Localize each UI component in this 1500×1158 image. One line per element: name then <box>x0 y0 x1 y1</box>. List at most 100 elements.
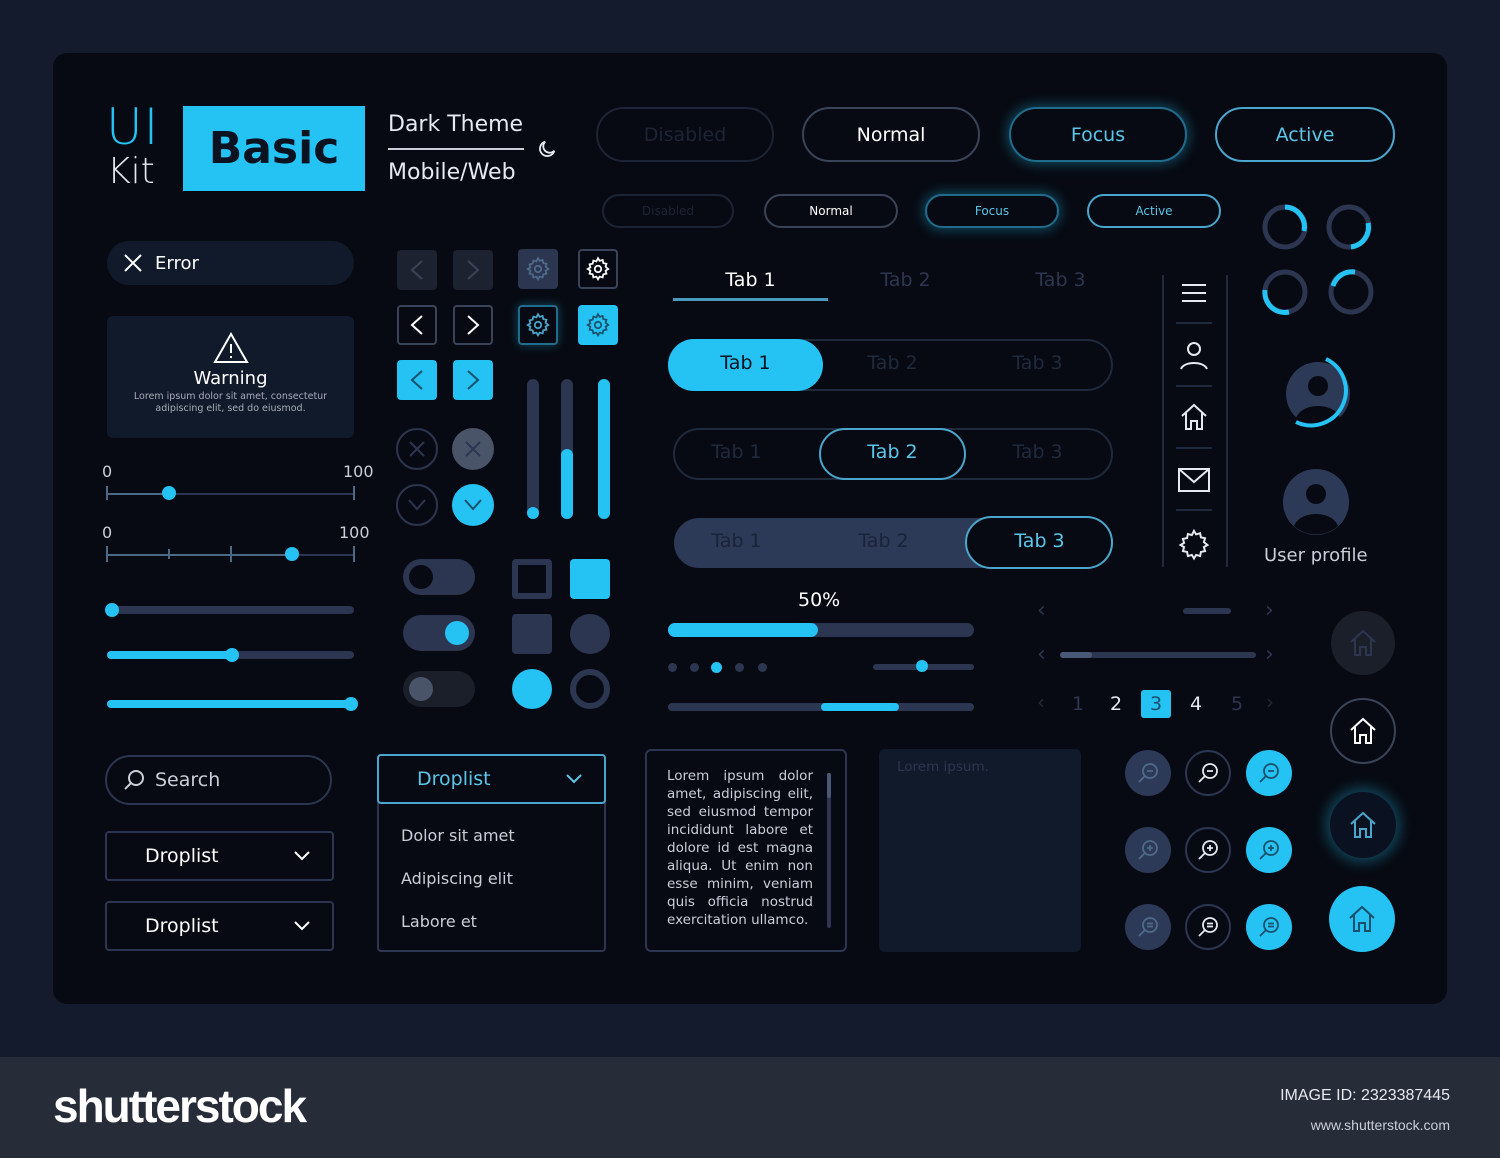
tab-segmented-2[interactable]: Tab 2 <box>858 530 909 552</box>
tab-segmented-3[interactable]: Tab 3 <box>1014 530 1065 552</box>
slider5-track[interactable] <box>107 700 354 708</box>
next-button-active[interactable] <box>453 360 493 400</box>
slider1-thumb[interactable] <box>162 486 176 500</box>
checkbox-unchecked[interactable] <box>512 559 552 599</box>
home-icon[interactable] <box>1176 399 1212 435</box>
home-fab-disabled[interactable] <box>1331 611 1395 675</box>
prev-button-normal[interactable] <box>397 305 437 345</box>
home-fab-active[interactable] <box>1329 886 1395 952</box>
checkbox-checked[interactable] <box>570 559 610 599</box>
close-circle-filled[interactable] <box>452 428 494 470</box>
checkbox-disabled[interactable] <box>512 614 552 654</box>
page-2[interactable]: 2 <box>1109 693 1123 715</box>
droplist-1[interactable]: Droplist <box>105 831 334 881</box>
radio-unselected[interactable] <box>570 669 610 709</box>
user-icon[interactable] <box>1176 337 1212 373</box>
gear-icon[interactable] <box>1176 527 1212 563</box>
disabled-button[interactable]: Disabled <box>596 107 774 162</box>
active-button-small[interactable]: Active <box>1087 194 1221 228</box>
pagination-dot[interactable] <box>668 663 677 672</box>
radio-selected[interactable] <box>512 669 552 709</box>
toggle-off[interactable] <box>403 559 475 595</box>
textarea[interactable]: Lorem ipsum dolor amet, adipiscing elit,… <box>645 749 847 952</box>
scrollbar-thumb[interactable] <box>1060 652 1092 658</box>
avatar-with-progress[interactable] <box>1282 356 1358 432</box>
active-button[interactable]: Active <box>1215 107 1395 162</box>
tab-underline-1[interactable]: Tab 1 <box>725 269 776 291</box>
toggle-on[interactable] <box>403 615 475 651</box>
pagination-dot-active[interactable] <box>711 662 722 673</box>
home-fab-normal[interactable] <box>1330 698 1396 764</box>
page-5[interactable]: 5 <box>1230 693 1244 715</box>
slider4-thumb[interactable] <box>225 648 239 662</box>
focus-button-small[interactable]: Focus <box>925 194 1059 228</box>
error-chip[interactable]: Error <box>107 241 354 285</box>
chevron-right-icon[interactable]: › <box>1265 598 1274 623</box>
settings-button-active[interactable] <box>578 305 618 345</box>
close-icon[interactable] <box>123 253 143 273</box>
scrollbar-track[interactable] <box>1060 652 1256 658</box>
search-input[interactable]: Search <box>105 755 332 805</box>
slider3-track[interactable] <box>107 606 354 614</box>
mail-icon[interactable] <box>1176 462 1212 498</box>
settings-button-focus[interactable] <box>518 305 558 345</box>
normal-button[interactable]: Normal <box>802 107 980 162</box>
tab-segmented-1[interactable]: Tab 1 <box>711 530 762 552</box>
zoom-in-button-active[interactable] <box>1246 827 1292 873</box>
pagination-dot[interactable] <box>690 663 699 672</box>
page-4[interactable]: 4 <box>1189 693 1203 715</box>
tab-outlined-1[interactable]: Tab 1 <box>711 441 762 463</box>
range-slider[interactable] <box>668 703 974 711</box>
tab-underline-2[interactable]: Tab 2 <box>880 269 931 291</box>
tab-outlined-2[interactable]: Tab 2 <box>867 441 918 463</box>
slider1-track[interactable] <box>107 493 355 495</box>
zoom-out-button-active[interactable] <box>1246 750 1292 796</box>
mini-slider-thumb[interactable] <box>916 660 928 672</box>
settings-button-normal[interactable] <box>578 249 618 289</box>
tab-outlined-3[interactable]: Tab 3 <box>1012 441 1063 463</box>
chevron-left-icon[interactable]: ‹ <box>1037 598 1046 623</box>
droplist-option[interactable]: Labore et <box>401 912 477 931</box>
tab-underline-3[interactable]: Tab 3 <box>1035 269 1086 291</box>
prev-button-active[interactable] <box>397 360 437 400</box>
settings-button-disabled[interactable] <box>518 249 558 289</box>
zoom-reset-button-disabled[interactable] <box>1125 904 1171 950</box>
tab-filled-2[interactable]: Tab 2 <box>867 352 918 374</box>
page-prev[interactable]: ‹ <box>1037 690 1045 714</box>
chevron-right-icon[interactable]: › <box>1265 642 1274 667</box>
toggle-disabled[interactable] <box>403 671 475 707</box>
vertical-slider-3[interactable] <box>598 379 610 519</box>
pagination-dot[interactable] <box>758 663 767 672</box>
prev-button-disabled[interactable] <box>397 250 437 290</box>
slider5-thumb[interactable] <box>344 697 358 711</box>
tab-filled-1[interactable]: Tab 1 <box>720 352 771 374</box>
menu-icon[interactable] <box>1176 275 1212 311</box>
tab-filled-3[interactable]: Tab 3 <box>1012 352 1063 374</box>
zoom-in-button-disabled[interactable] <box>1125 827 1171 873</box>
zoom-in-button[interactable] <box>1185 827 1231 873</box>
radio-disabled[interactable] <box>570 614 610 654</box>
page-3-current[interactable]: 3 <box>1141 690 1171 718</box>
pagination-dot[interactable] <box>735 663 744 672</box>
disabled-button-small[interactable]: Disabled <box>602 194 734 228</box>
zoom-reset-button-active[interactable] <box>1246 904 1292 950</box>
zoom-reset-button[interactable] <box>1185 904 1231 950</box>
normal-button-small[interactable]: Normal <box>764 194 898 228</box>
check-circle-filled[interactable] <box>452 484 494 526</box>
vertical-slider-2[interactable] <box>561 379 573 519</box>
vertical-slider-1[interactable] <box>527 379 539 519</box>
droplist-open-header[interactable]: Droplist <box>377 754 606 804</box>
droplist-2[interactable]: Droplist <box>105 901 334 951</box>
page-1[interactable]: 1 <box>1071 693 1085 715</box>
text-input-box[interactable]: Lorem ipsum. <box>879 749 1081 952</box>
zoom-out-button-disabled[interactable] <box>1125 750 1171 796</box>
droplist-option[interactable]: Dolor sit amet <box>401 826 515 845</box>
next-button-normal[interactable] <box>453 305 493 345</box>
page-next[interactable]: › <box>1266 690 1274 714</box>
zoom-out-button[interactable] <box>1185 750 1231 796</box>
avatar[interactable] <box>1282 468 1350 536</box>
chevron-left-icon[interactable]: ‹ <box>1037 642 1046 667</box>
home-fab-focus[interactable] <box>1330 792 1396 858</box>
focus-button[interactable]: Focus <box>1009 107 1187 162</box>
check-circle-outline[interactable] <box>396 484 438 526</box>
